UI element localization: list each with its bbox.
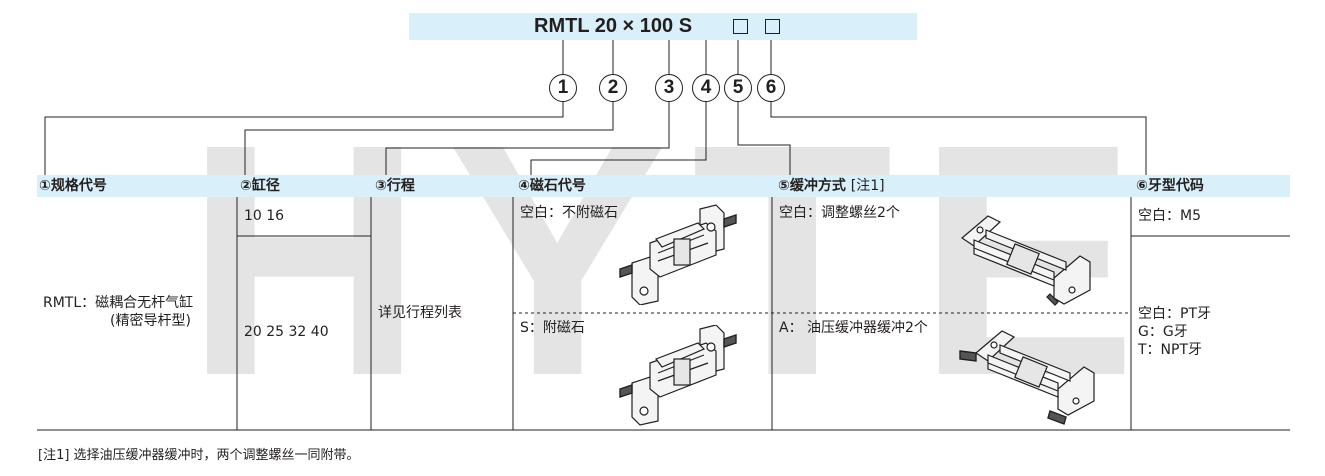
header-bore: ②缸径	[240, 178, 280, 194]
stroke-reference: 详见行程列表	[378, 305, 462, 321]
part-number-5: 5	[724, 74, 752, 102]
thread-option-m5: 空白：M5	[1138, 208, 1201, 224]
option-box-5	[733, 19, 748, 34]
thread-option-g: G：G牙	[1138, 324, 1188, 340]
header-stroke: ③行程	[375, 178, 415, 194]
spec-line-1: RMTL：磁耦合无杆气缸	[43, 295, 194, 311]
option-box-6	[765, 19, 780, 34]
table-header-bar	[37, 175, 1290, 197]
cylinder-absorber-cushion-image	[959, 330, 1095, 425]
model-code-bar	[409, 13, 917, 40]
thread-option-npt: T：NPT牙	[1138, 342, 1203, 358]
spec-line-2: (精密导杆型)	[110, 313, 191, 329]
cylinder-no-magnet-image	[619, 204, 737, 305]
magnet-option-s: S：附磁石	[520, 320, 585, 336]
header-thread: ⑥牙型代码	[1136, 178, 1204, 194]
bore-sizes-small: 10 16	[244, 208, 285, 224]
header-magnet: ④磁石代号	[518, 178, 586, 194]
magnet-option-none: 空白：不附磁石	[520, 205, 618, 221]
part-number-2: 2	[599, 74, 627, 102]
part-number-1: 1	[549, 74, 577, 102]
model-code-text: RMTL 20 × 100 S	[534, 15, 693, 37]
header-cushion-note: [注1]	[850, 178, 885, 194]
header-spec: ①规格代号	[39, 178, 107, 194]
part-number-6: 6	[757, 74, 785, 102]
bore-sizes-large: 20 25 32 40	[244, 324, 329, 340]
footnote: [注1] 选择油压缓冲器缓冲时，两个调整螺丝一同附带。	[38, 448, 360, 463]
thread-option-pt: 空白：PT牙	[1138, 306, 1211, 322]
header-cushion: ⑤缓冲方式 [注1]	[778, 175, 885, 197]
part-number-3: 3	[655, 74, 683, 102]
header-cushion-label: ⑤缓冲方式	[778, 178, 846, 194]
cushion-option-absorber: A： 油压缓冲器缓冲2个	[779, 320, 928, 336]
cylinder-screw-cushion-image	[961, 215, 1091, 306]
part-number-4: 4	[692, 74, 720, 102]
cylinder-with-magnet-image	[619, 325, 737, 426]
cushion-option-screw: 空白：调整螺丝2个	[779, 205, 900, 221]
